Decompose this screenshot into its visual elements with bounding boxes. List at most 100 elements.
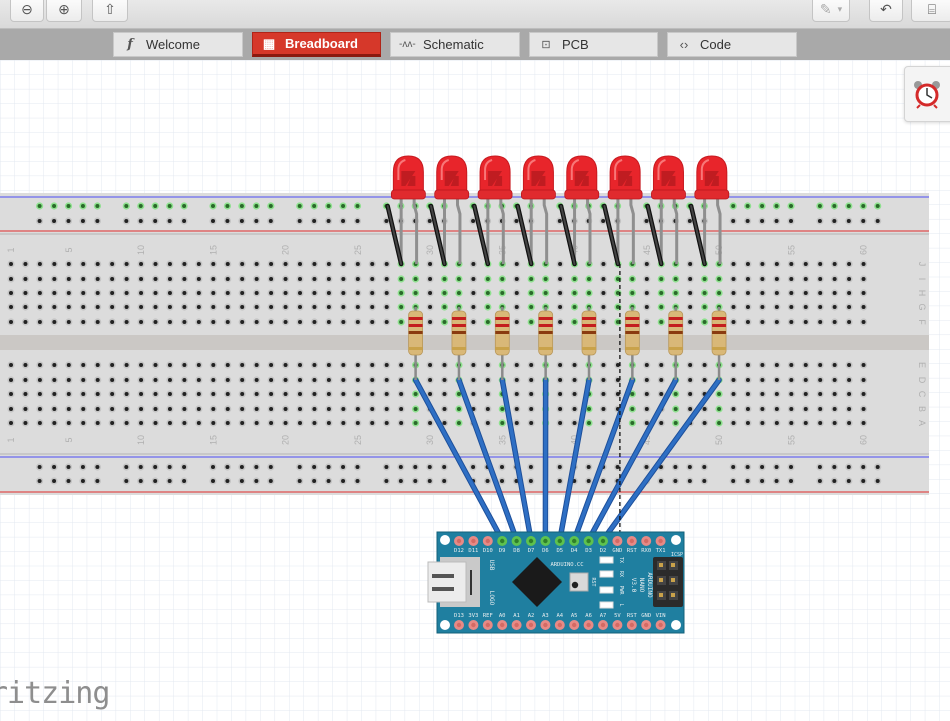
toolbox-icon: ⌸ — [927, 0, 937, 17]
hole — [442, 305, 447, 309]
resistor[interactable] — [408, 310, 424, 356]
hole — [9, 305, 13, 309]
hole — [832, 262, 837, 266]
reset-button[interactable] — [569, 572, 589, 592]
resistor[interactable] — [451, 310, 467, 356]
circuit[interactable] — [385, 155, 730, 543]
share-button[interactable]: ⇧ — [92, 0, 128, 22]
resistor[interactable] — [624, 310, 640, 356]
hole — [847, 392, 852, 396]
led-die — [444, 171, 459, 186]
hole — [557, 219, 562, 223]
wire-blue[interactable] — [572, 378, 635, 542]
hole — [702, 479, 707, 483]
resistor[interactable] — [538, 310, 554, 356]
hole — [95, 204, 100, 208]
hole — [124, 407, 129, 411]
pen-button[interactable]: ✎▾ — [812, 0, 850, 22]
hole — [659, 320, 664, 324]
hole — [471, 465, 476, 469]
hole — [456, 392, 461, 396]
wire-blue[interactable] — [586, 378, 678, 542]
hole — [326, 305, 331, 309]
led-red[interactable] — [607, 155, 643, 200]
hole — [398, 479, 403, 483]
hole — [875, 204, 880, 208]
hole — [702, 320, 707, 324]
tab-code[interactable]: ‹›Code — [667, 32, 797, 57]
led-red[interactable] — [564, 155, 600, 200]
zoom-in-button[interactable]: ⊕ — [46, 0, 82, 22]
hole — [211, 262, 216, 266]
led-red[interactable] — [434, 155, 470, 200]
hole — [485, 407, 490, 411]
resistor-band — [712, 347, 727, 350]
hole — [283, 277, 288, 281]
resistor[interactable] — [668, 310, 684, 356]
wire-blue[interactable] — [500, 378, 533, 542]
wire-blue[interactable] — [457, 378, 519, 542]
wire-blue[interactable] — [601, 378, 721, 542]
led-rim — [607, 189, 643, 200]
led-leg-anode — [499, 196, 505, 264]
hole — [370, 305, 375, 309]
wire-blue[interactable] — [413, 378, 504, 542]
hole — [572, 378, 577, 382]
hole — [283, 320, 288, 324]
hole — [789, 392, 794, 396]
hole — [254, 262, 259, 266]
rotate-button[interactable]: ↶ — [869, 0, 903, 22]
tab-schematic[interactable]: -ʌʌ-Schematic — [390, 32, 520, 57]
led-red[interactable] — [390, 155, 426, 200]
pin-hole — [572, 538, 577, 544]
status-led-label: RX — [618, 571, 624, 577]
hole — [847, 407, 852, 411]
hole — [110, 320, 115, 324]
hole — [283, 363, 288, 367]
column-label: 55 — [786, 245, 796, 255]
led-red[interactable] — [651, 155, 686, 200]
hole — [456, 407, 461, 411]
hole — [124, 465, 129, 469]
hole — [760, 219, 765, 223]
hole — [572, 320, 577, 324]
resistor[interactable] — [581, 310, 597, 356]
resistor[interactable] — [711, 310, 727, 356]
led-red[interactable] — [521, 155, 556, 200]
hole — [153, 262, 158, 266]
tab-breadboard[interactable]: ▦Breadboard — [252, 32, 381, 57]
pin-label: A1 — [513, 613, 520, 619]
led-red[interactable] — [694, 155, 730, 200]
hole — [182, 378, 187, 382]
status-led — [599, 601, 614, 609]
hole — [399, 320, 404, 324]
hole — [37, 421, 42, 425]
hole — [601, 363, 606, 367]
hole — [442, 407, 447, 411]
alarm-panel[interactable] — [904, 66, 950, 122]
hole — [139, 363, 144, 367]
hole — [196, 363, 201, 367]
hole — [687, 479, 692, 483]
tab-pcb[interactable]: ⊡PCB — [529, 32, 658, 57]
hole — [269, 363, 274, 367]
led-red[interactable] — [477, 155, 513, 200]
zoom-out-button[interactable]: ⊖ — [10, 0, 44, 22]
hole — [789, 305, 794, 309]
hole — [514, 392, 519, 396]
hole — [312, 479, 317, 483]
breadboard-canvas[interactable]: 1155101015152020252530303535404045455050… — [0, 60, 950, 721]
hole — [211, 407, 216, 411]
hole — [861, 320, 866, 324]
hole — [182, 219, 187, 223]
rotate-icon: ↶ — [880, 0, 892, 17]
parts-bin-button[interactable]: ⌸ — [911, 0, 950, 22]
hole — [341, 262, 346, 266]
hole — [182, 421, 187, 425]
hole — [399, 277, 404, 281]
model-label: V3.0 — [630, 578, 637, 593]
wire-blue[interactable] — [558, 378, 591, 542]
resistor[interactable] — [494, 310, 510, 356]
